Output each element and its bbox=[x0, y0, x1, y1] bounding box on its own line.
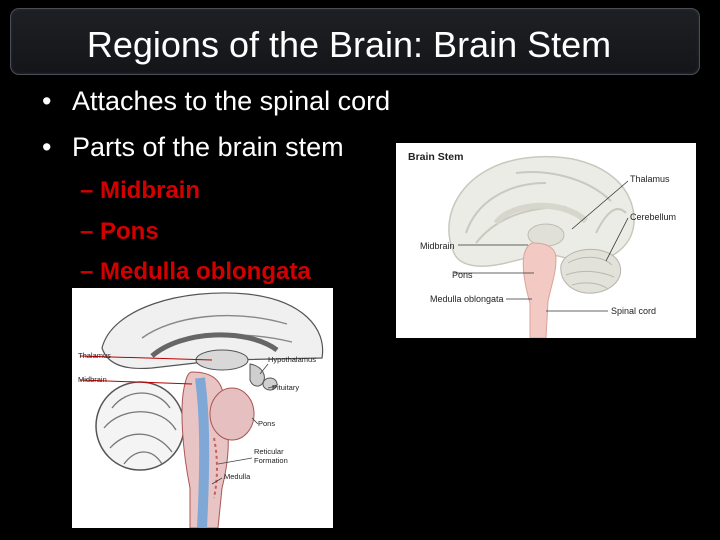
label-formation: Formation bbox=[254, 456, 288, 465]
label-thalamus: Thalamus bbox=[630, 174, 670, 184]
label-medulla: Medulla oblongata bbox=[430, 294, 504, 304]
sub-bullet-list: – Midbrain – Pons – Medulla oblongata bbox=[80, 176, 311, 298]
bullet-text: Attaches to the spinal cord bbox=[72, 86, 391, 116]
brain-stem-illustration: Brain Stem Thalamus Cerebellum Midbrain … bbox=[408, 151, 676, 339]
label-thalamus: Thalamus bbox=[78, 351, 111, 360]
label-midbrain: Midbrain bbox=[78, 375, 107, 384]
bullet-symbol: • bbox=[42, 86, 52, 116]
bullet-item: • Attaches to the spinal cord bbox=[42, 86, 390, 132]
label-reticular: Reticular bbox=[254, 447, 284, 456]
label-midbrain: Midbrain bbox=[420, 241, 455, 251]
bullet-list: • Attaches to the spinal cord • Parts of… bbox=[42, 86, 390, 178]
bullet-symbol: • bbox=[42, 132, 52, 162]
brain-stem-diagram: Brain Stem Thalamus Cerebellum Midbrain … bbox=[396, 143, 696, 339]
label-pons: Pons bbox=[452, 270, 473, 280]
sub-bullet-pons: – Pons bbox=[80, 217, 159, 245]
label-hypothalamus: Hypothalamus bbox=[268, 355, 316, 364]
label-cerebellum: Cerebellum bbox=[630, 212, 676, 222]
sub-bullet-medulla: – Medulla oblongata bbox=[80, 258, 311, 285]
slide-title: Regions of the Brain: Brain Stem bbox=[86, 24, 612, 65]
title-box: Regions of the Brain: Brain Stem bbox=[10, 8, 700, 75]
bullet-item: • Parts of the brain stem bbox=[42, 132, 390, 178]
label-pons: Pons bbox=[258, 419, 275, 428]
brainstem-illustration: Thalamus Midbrain Hypothalamus Pituitary… bbox=[78, 292, 324, 529]
bullet-text: Parts of the brain stem bbox=[72, 132, 344, 162]
sub-bullet-midbrain: – Midbrain bbox=[80, 177, 201, 204]
figure-heading: Brain Stem bbox=[408, 151, 463, 163]
label-pituitary: Pituitary bbox=[272, 383, 299, 392]
label-spinal-cord: Spinal cord bbox=[611, 306, 656, 316]
label-medulla: Medulla bbox=[224, 472, 251, 481]
brainstem-cross-section-diagram: Thalamus Midbrain Hypothalamus Pituitary… bbox=[72, 288, 333, 529]
